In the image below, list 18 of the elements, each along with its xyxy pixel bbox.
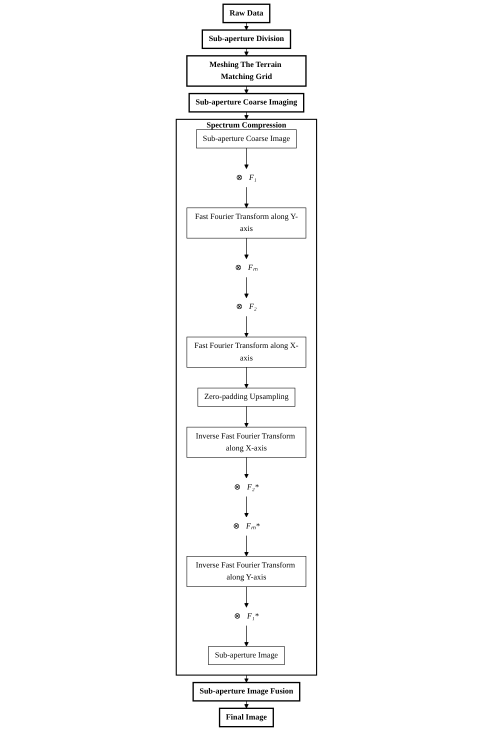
arrow bbox=[244, 148, 248, 169]
arrow bbox=[244, 86, 248, 94]
arrow bbox=[244, 186, 248, 208]
arrow bbox=[244, 625, 248, 647]
arrow bbox=[244, 22, 248, 30]
arrow bbox=[244, 496, 248, 518]
arrow bbox=[244, 48, 248, 56]
arrow bbox=[244, 406, 248, 428]
arrow bbox=[244, 276, 248, 298]
arrow bbox=[244, 700, 248, 709]
arrow bbox=[244, 316, 248, 338]
arrow bbox=[244, 674, 248, 683]
arrow bbox=[244, 112, 248, 120]
arrow bbox=[244, 586, 248, 608]
arrow bbox=[244, 238, 248, 260]
arrow bbox=[244, 367, 248, 388]
arrow bbox=[244, 457, 248, 478]
arrow bbox=[244, 535, 248, 556]
